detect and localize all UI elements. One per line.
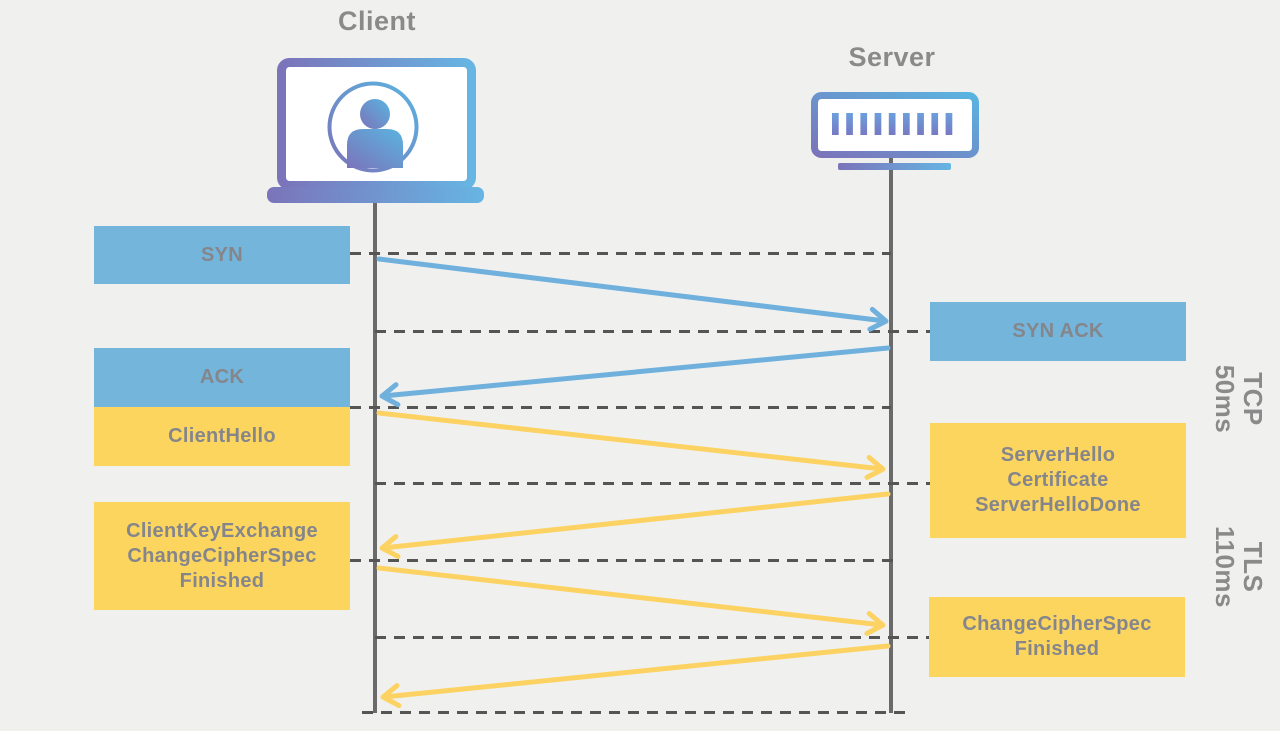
phase-label-tcp: TCP 50ms: [1209, 354, 1268, 444]
rtt-dashed-line: [350, 406, 891, 409]
laptop-base: [267, 187, 484, 203]
arrow-serverhello: [379, 491, 891, 559]
phase-duration: 110ms: [1210, 525, 1240, 609]
message-box-changecipherspec: ChangeCipherSpec Finished: [929, 597, 1185, 677]
arrow-clienthello: [376, 410, 886, 480]
rtt-dashed-line: [375, 482, 930, 485]
arrow-clientkeyexchange: [376, 565, 886, 636]
message-box-clientkeyexchange: ClientKeyExchange ChangeCipherSpec Finis…: [94, 502, 350, 610]
message-box-serverhello: ServerHello Certificate ServerHelloDone: [930, 423, 1186, 538]
phase-label-tls: TLS 110ms: [1209, 522, 1268, 612]
rtt-dashed-line: [362, 711, 907, 714]
rtt-dashed-line: [350, 252, 891, 255]
message-box-syn: SYN: [94, 226, 350, 284]
rtt-dashed-line: [350, 559, 895, 562]
server-rack-icon: [811, 92, 979, 170]
arrow-syn: [376, 256, 889, 332]
rtt-dashed-line: [375, 636, 929, 639]
message-box-ack: ACK: [94, 348, 350, 407]
client-title: Client: [337, 6, 416, 36]
arrow-synack: [379, 345, 891, 408]
avatar-circle: [327, 81, 419, 173]
arrow-changecipherspec: [380, 643, 891, 709]
avatar-body: [347, 129, 403, 168]
message-box-synack: SYN ACK: [930, 302, 1186, 361]
laptop-user-icon: [267, 58, 484, 203]
phase-duration: 50ms: [1210, 364, 1240, 434]
server-slot-bars: [832, 113, 953, 135]
message-box-clienthello: ClientHello: [94, 407, 350, 466]
phase-name: TLS: [1238, 541, 1268, 593]
server-lifeline: [889, 158, 893, 713]
server-stand: [838, 163, 951, 170]
server-title: Server: [848, 42, 936, 72]
phase-name: TCP: [1238, 372, 1268, 426]
rtt-dashed-line: [375, 330, 930, 333]
avatar-head: [360, 99, 390, 129]
client-lifeline: [373, 200, 377, 713]
